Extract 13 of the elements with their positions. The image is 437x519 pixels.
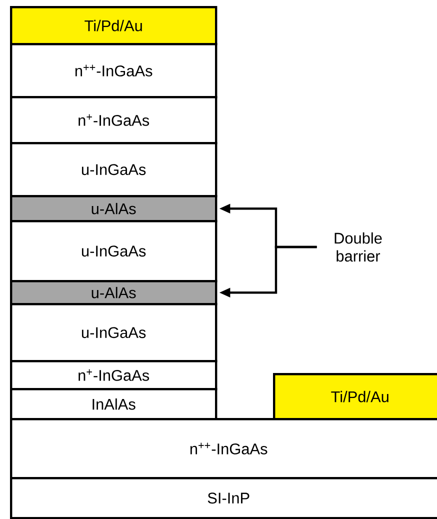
layer: n$^{+}$-InGaAs <box>10 360 218 390</box>
barrier-layer: u-AlAs <box>10 280 218 306</box>
contact-layer: Ti/Pd/Au <box>273 373 437 420</box>
layer: InAlAs <box>10 388 218 420</box>
layer: n$^{+}$-InGaAs <box>10 96 218 144</box>
layer: u-InGaAs <box>10 303 218 362</box>
layer: n$^{++}$-InGaAs <box>10 43 218 98</box>
layer: u-InGaAs <box>10 220 218 282</box>
barrier-layer: u-AlAs <box>10 195 218 222</box>
label-text: Double barrier <box>334 232 382 262</box>
layer: SI-InP <box>10 477 437 519</box>
layer: u-InGaAs <box>10 142 218 198</box>
contact-layer: Ti/Pd/Au <box>10 6 218 46</box>
